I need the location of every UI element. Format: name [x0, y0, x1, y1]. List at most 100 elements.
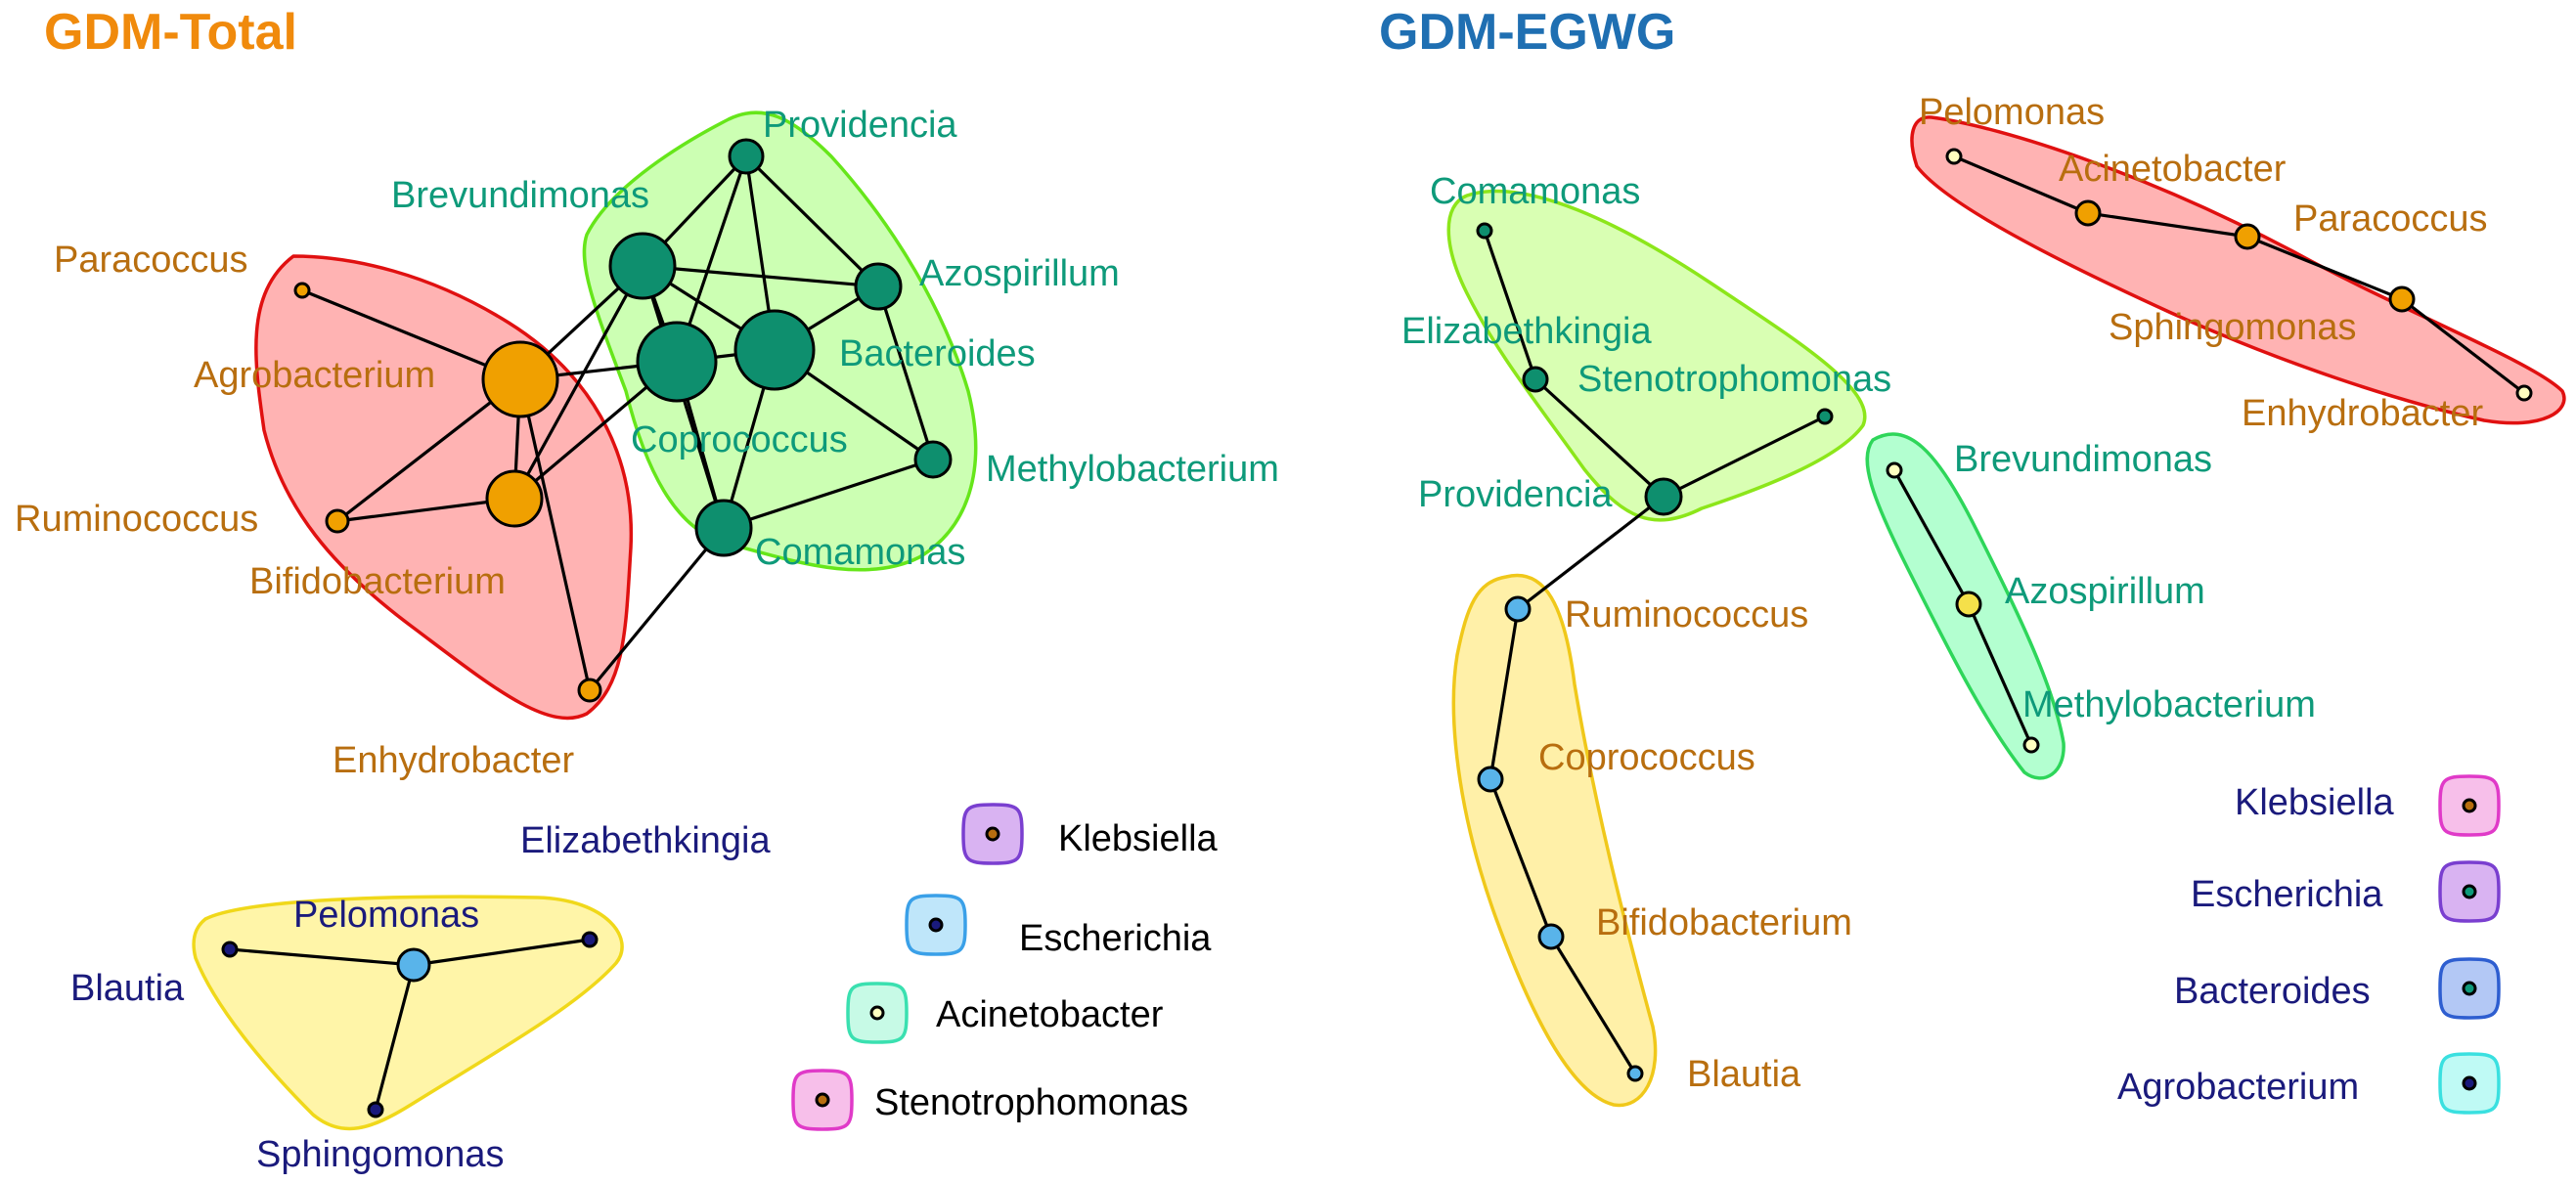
edge-pelomonas-acinetobacter	[1953, 154, 2089, 215]
edge-brevundimonas-bifidobacterium	[512, 265, 644, 500]
node-label-azospirillum: Azospirillum	[919, 253, 1120, 294]
panel-gdm-egwg: GDM-EGWG PelomonasAcinetobacterParacoccus…	[1379, 4, 2566, 1115]
node-label-sphingomonas: Sphingomonas	[256, 1134, 505, 1175]
node-ruminococcus	[1504, 595, 1532, 623]
node-label-brevundimonas: Brevundimonas	[1954, 439, 2212, 480]
isolate-node-1	[2462, 884, 2477, 899]
isolate-node-3	[2462, 1075, 2477, 1091]
node-sphingomonas	[2388, 285, 2416, 313]
node-label-coprococcus: Coprococcus	[1538, 737, 1755, 778]
node-enhydrobacter	[577, 678, 602, 703]
edges	[1483, 154, 2525, 1074]
edge-agrobacterium-paracoccus	[301, 288, 521, 381]
isolate-label-3: Stenotrophomonas	[874, 1082, 1188, 1123]
node-acinetobacter	[2074, 199, 2102, 227]
node-elizabethkingia	[581, 931, 599, 948]
edge-paracoccus-sphingomonas	[2246, 235, 2403, 301]
isolate-node-2	[2462, 981, 2477, 996]
edge-sphingomonas-enhydrobacter	[2401, 297, 2525, 395]
edge-comamonas-enhydrobacter	[588, 526, 726, 692]
node-ruminococcus	[325, 508, 350, 534]
isolate-label-2: Acinetobacter	[936, 994, 1164, 1035]
node-coprococcus	[636, 321, 718, 403]
node-label-stenotrophomonas: Stenotrophomonas	[1577, 359, 1891, 400]
node-bifidobacterium	[485, 469, 544, 528]
node-label-providencia: Providencia	[1418, 474, 1613, 515]
edge-agrobacterium-enhydrobacter	[518, 378, 592, 691]
edge-ruminococcus-coprococcus	[1488, 608, 1520, 780]
node-agrobacterium	[481, 340, 559, 418]
node-label-sphingomonas: Sphingomonas	[2109, 307, 2357, 348]
node-paracoccus	[2234, 223, 2261, 250]
node-blautia	[1626, 1065, 1644, 1082]
isolate-node-1	[928, 917, 944, 933]
node-label-bifidobacterium: Bifidobacterium	[249, 561, 506, 602]
node-label-comamonas: Comamonas	[1430, 171, 1640, 212]
node-label-paracoccus: Paracoccus	[2293, 198, 2488, 240]
edge-azospirillum-methylobacterium	[1967, 603, 2033, 746]
node-brevundimonas	[608, 232, 677, 300]
edge-elizabethkingia-providencia	[1533, 377, 1666, 499]
edge-providencia-azospirillum	[744, 154, 880, 288]
edge-pelomonas-blautia	[229, 947, 415, 967]
node-label-enhydrobacter: Enhydrobacter	[333, 740, 574, 781]
node-label-ruminococcus: Ruminococcus	[15, 499, 258, 540]
node-azospirillum	[854, 262, 903, 311]
node-label-elizabethkingia: Elizabethkingia	[520, 820, 771, 861]
node-label-paracoccus: Paracoccus	[54, 240, 248, 281]
node-sphingomonas	[367, 1101, 384, 1118]
edge-coprococcus-bifidobacterium	[1488, 778, 1553, 938]
node-bifidobacterium	[1537, 923, 1565, 950]
isolate-node-0	[2462, 798, 2477, 813]
node-stenotrophomonas	[1816, 408, 1834, 425]
node-label-methylobacterium: Methylobacterium	[2022, 684, 2316, 725]
node-label-agrobacterium: Agrobacterium	[194, 355, 435, 396]
edge-bifidobacterium-blautia	[1549, 936, 1637, 1074]
node-label-pelomonas: Pelomonas	[293, 895, 479, 936]
node-label-bifidobacterium: Bifidobacterium	[1596, 902, 1852, 943]
edge-providencia-stenotrophomonas	[1663, 415, 1826, 499]
node-label-bacteroides: Bacteroides	[839, 333, 1036, 374]
panel-title: GDM-Total	[44, 4, 297, 61]
node-label-methylobacterium: Methylobacterium	[986, 449, 1279, 490]
isolate-node-2	[869, 1005, 885, 1021]
node-azospirillum	[1955, 591, 1982, 618]
node-label-blautia: Blautia	[1687, 1054, 1801, 1095]
node-blautia	[221, 941, 239, 958]
edge-comamonas-elizabethkingia	[1483, 230, 1537, 380]
node-brevundimonas	[1886, 461, 1903, 479]
module-hull-yellow	[1451, 573, 1658, 1108]
edge-comamonas-methylobacterium	[723, 458, 934, 530]
node-label-acinetobacter: Acinetobacter	[2059, 149, 2287, 190]
node-providencia	[728, 138, 765, 175]
node-comamonas	[1476, 222, 1493, 240]
node-pelomonas	[396, 947, 431, 983]
isolate-label-0: Klebsiella	[2235, 782, 2395, 823]
node-label-blautia: Blautia	[70, 968, 185, 1009]
node-methylobacterium	[2022, 736, 2040, 754]
module-hull-red	[1910, 115, 2566, 425]
isolate-node-3	[815, 1092, 830, 1108]
node-label-elizabethkingia: Elizabethkingia	[1401, 311, 1652, 352]
panel-title: GDM-EGWG	[1379, 4, 1675, 61]
node-label-enhydrobacter: Enhydrobacter	[2242, 393, 2483, 434]
node-coprococcus	[1477, 766, 1504, 793]
node-label-brevundimonas: Brevundimonas	[391, 175, 649, 216]
isolate-node-0	[985, 826, 1000, 842]
node-comamonas	[694, 499, 753, 557]
node-label-pelomonas: Pelomonas	[1919, 92, 2105, 133]
edge-brevundimonas-azospirillum	[642, 264, 879, 288]
node-elizabethkingia	[1522, 366, 1549, 393]
node-enhydrobacter	[2515, 384, 2533, 402]
edge-acinetobacter-paracoccus	[2087, 211, 2248, 239]
node-bacteroides	[733, 309, 816, 391]
node-paracoccus	[293, 282, 311, 299]
edge-ruminococcus-bifidobacterium	[336, 497, 515, 523]
node-label-providencia: Providencia	[763, 105, 957, 146]
edge-brevundimonas-azospirillum	[1892, 469, 1971, 605]
node-label-comamonas: Comamonas	[755, 532, 965, 573]
module-hull-lime	[1446, 189, 1867, 522]
edge-pelomonas-sphingomonas	[374, 964, 416, 1111]
node-providencia	[1644, 477, 1683, 516]
